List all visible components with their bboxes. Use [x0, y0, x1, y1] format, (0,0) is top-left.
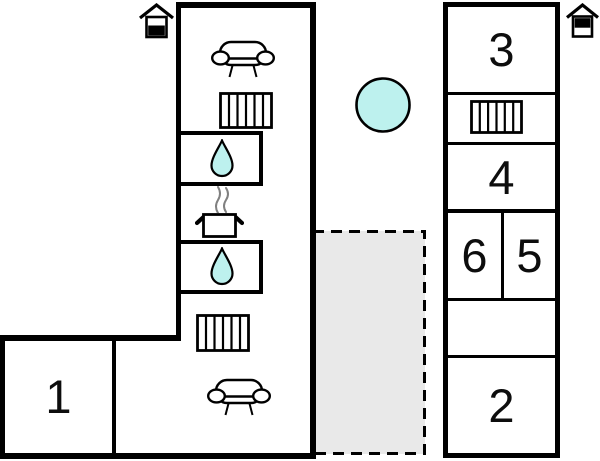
annex-divider-4 — [448, 298, 555, 301]
room-4-label: 4 — [448, 145, 555, 209]
room-4-number: 4 — [488, 150, 515, 204]
room-5-number: 5 — [516, 229, 543, 282]
room-6-label: 6 — [448, 213, 501, 298]
main-wall-step — [0, 335, 181, 341]
radiator-icon — [196, 314, 250, 352]
main-wall-top — [176, 2, 316, 8]
annex-divider-vertical — [501, 213, 504, 298]
water-drop-icon — [210, 139, 234, 178]
radiator-icon — [219, 92, 273, 129]
terrace-dashed-area — [313, 228, 428, 457]
room-2-label: 2 — [448, 358, 555, 452]
room-1-label: 1 — [5, 341, 112, 451]
steam-icon — [212, 186, 234, 213]
room-2-number: 2 — [488, 378, 515, 432]
room-5-label: 5 — [504, 213, 555, 298]
sofa-icon — [207, 378, 271, 418]
house-entrance-icon — [139, 3, 174, 39]
main-wall-left-lower — [0, 335, 5, 459]
water-drop-icon — [210, 247, 234, 286]
room-3-number: 3 — [488, 23, 515, 76]
sofa-icon — [211, 40, 275, 80]
annex-divider-3 — [448, 209, 555, 213]
house-entrance-icon — [566, 3, 599, 39]
pot-steam-icon — [195, 212, 244, 239]
radiator-icon — [470, 100, 523, 134]
hot-tub-icon — [354, 76, 412, 134]
annex-divider-5 — [448, 355, 555, 358]
sink-room-2-box — [177, 240, 263, 294]
annex-outline — [443, 2, 560, 458]
annex-divider-1 — [448, 92, 555, 95]
main-wall-bottom — [0, 453, 316, 459]
room-1-number: 1 — [45, 369, 72, 423]
main-wall-right — [310, 2, 316, 459]
room-6-number: 6 — [461, 229, 488, 282]
room1-divider-wall — [112, 339, 116, 459]
annex-divider-2 — [448, 142, 555, 145]
room-3-label: 3 — [448, 7, 555, 92]
